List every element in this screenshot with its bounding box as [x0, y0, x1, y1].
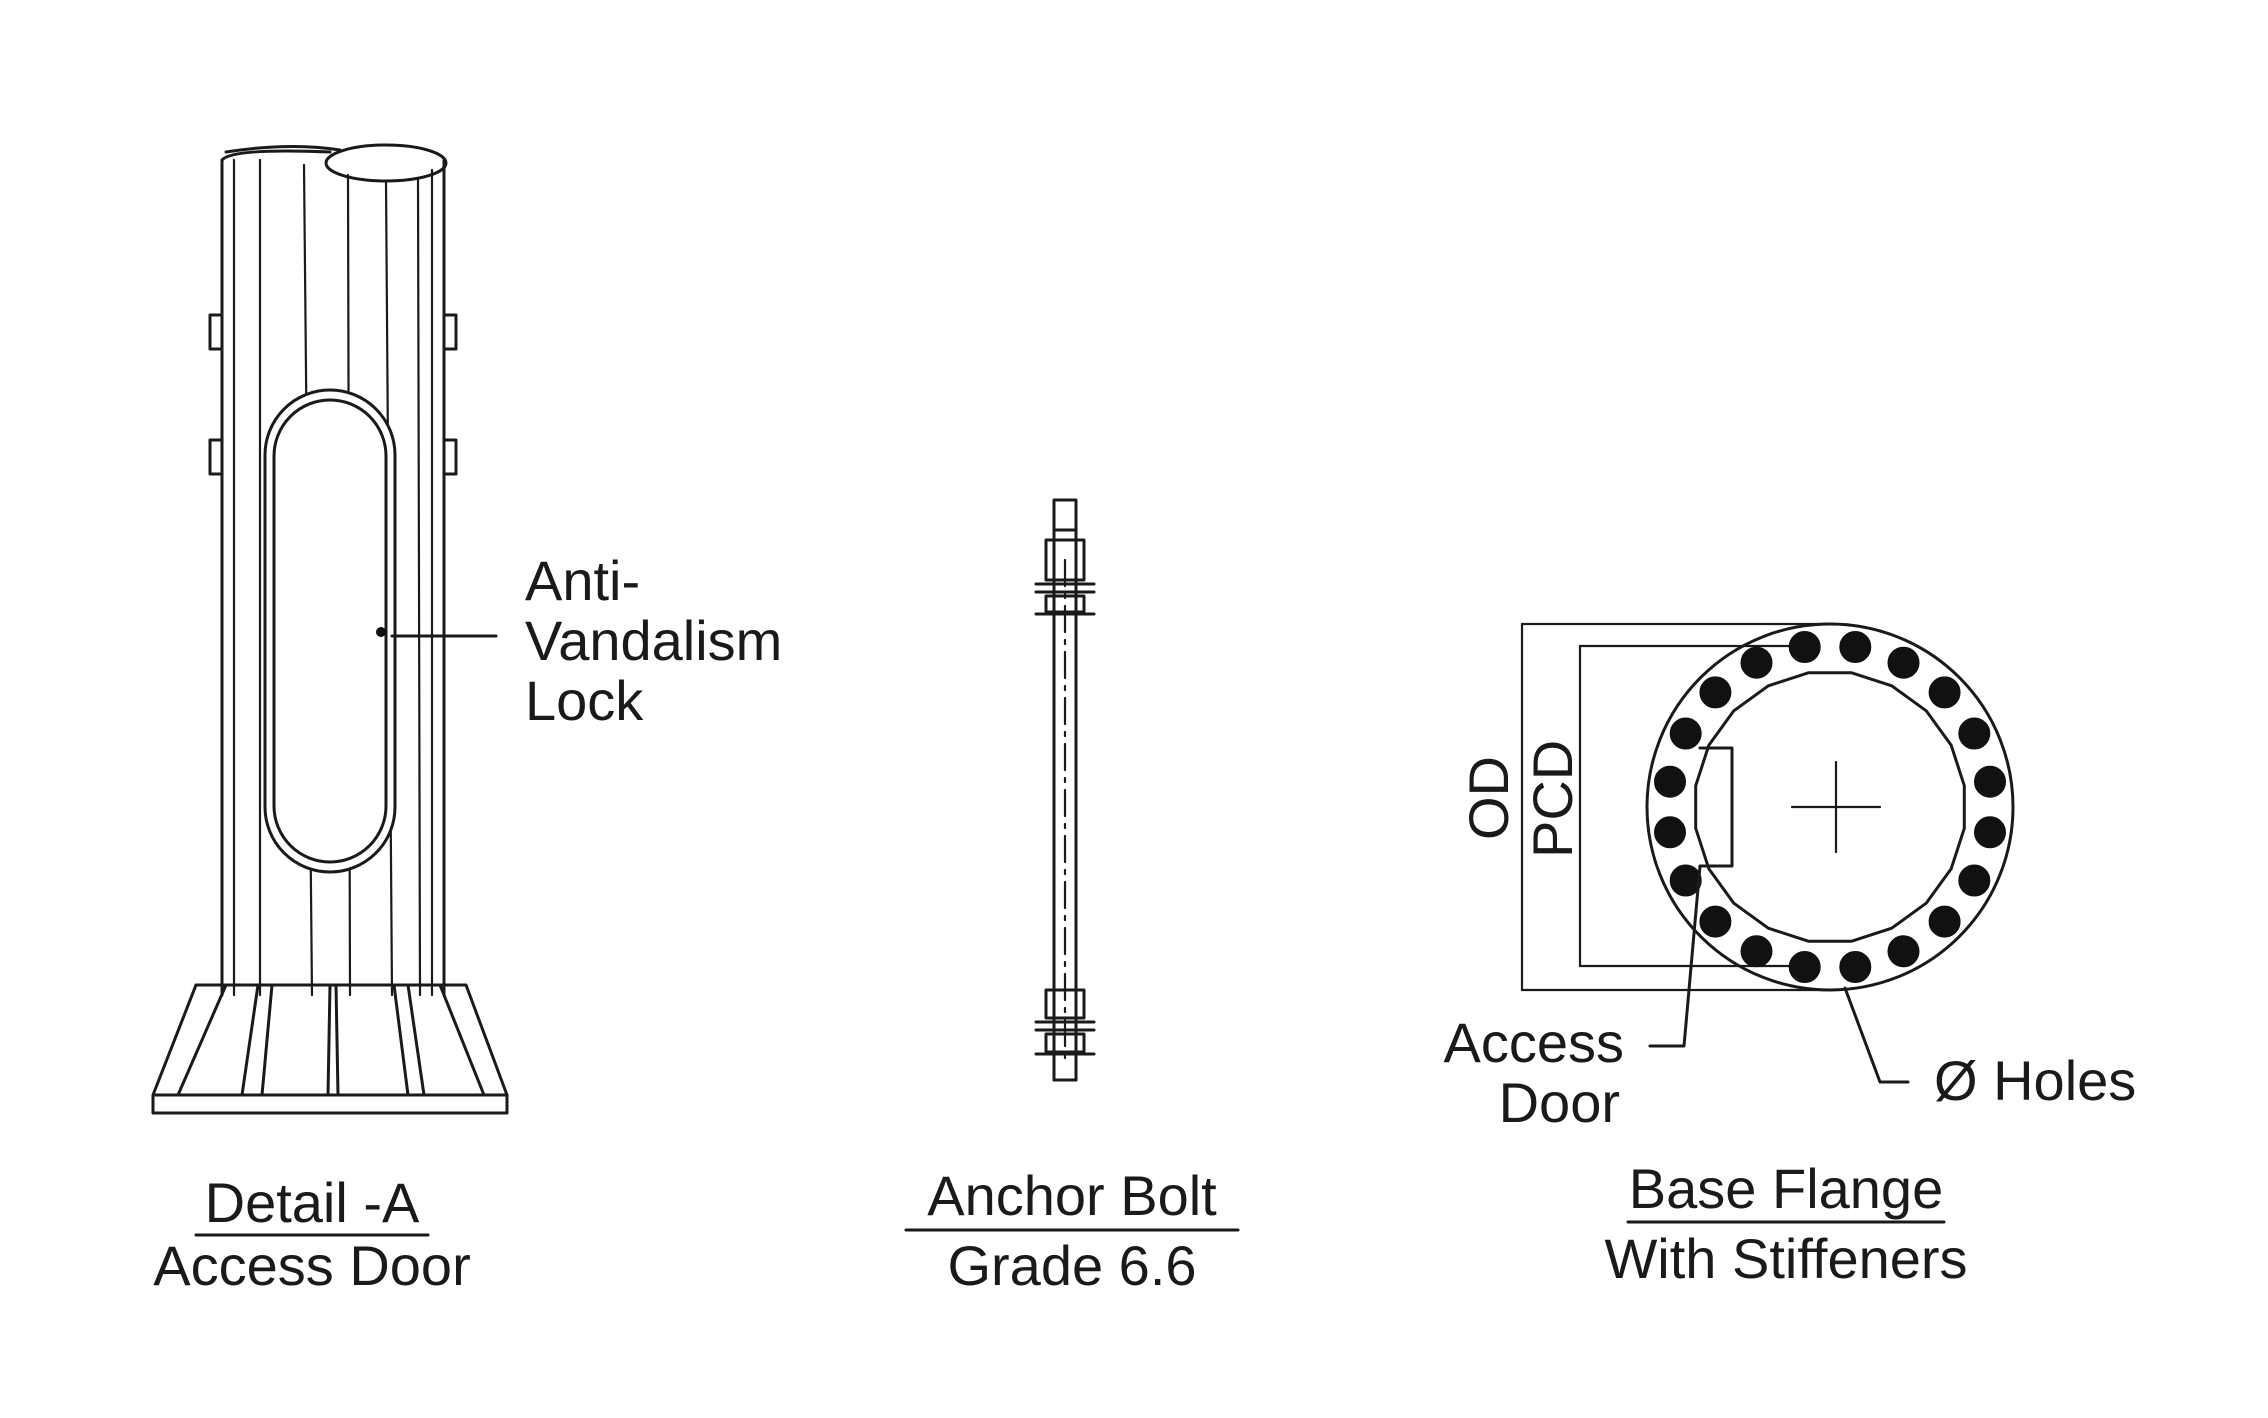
- bolt-hole: [1839, 951, 1872, 983]
- flange-access-door-line1: Access: [1444, 1011, 1625, 1074]
- od-dimension: [1520, 622, 1832, 992]
- access-door-caption-line1: Detail -A: [205, 1171, 420, 1234]
- bolt-top-nuts: [1034, 538, 1096, 616]
- base-flange-caption-line1: Base Flange: [1629, 1157, 1943, 1220]
- bolt-hole: [1928, 905, 1961, 938]
- bolt-hole: [1669, 864, 1702, 897]
- od-label: OD: [1457, 756, 1520, 840]
- pole-side-tabs: [208, 313, 458, 476]
- bolt-hole: [1740, 646, 1773, 679]
- flange-outer: [1645, 622, 2015, 992]
- bolt-hole: [1654, 765, 1686, 798]
- flange-bolt-holes: [1654, 631, 2006, 983]
- bolt-hole: [1974, 765, 2006, 798]
- bolt-hole: [1699, 905, 1732, 938]
- pole-detail: Anti- Vandalism Lock Detail -A Access Do…: [151, 143, 782, 1297]
- bolt-hole: [1699, 676, 1732, 709]
- flange-access-door-line2: Door: [1499, 1071, 1620, 1134]
- bolt-hole: [1958, 717, 1991, 750]
- lock-label-line1: Anti-: [525, 549, 640, 612]
- pole-top-cut: [324, 143, 448, 183]
- flange-inner-bore: [1694, 671, 1966, 943]
- pcd-label: PCD: [1521, 740, 1584, 858]
- anchor-bolt-caption-line1: Anchor Bolt: [927, 1164, 1217, 1227]
- anchor-bolt-detail: Anchor Bolt Grade 6.6: [904, 498, 1240, 1297]
- bolt-hole: [1740, 935, 1773, 968]
- lock-dot: [376, 627, 386, 637]
- access-door-caption-line2: Access Door: [153, 1234, 470, 1297]
- access-door-inner: [272, 398, 388, 864]
- base-flange-caption-line2: With Stiffeners: [1604, 1227, 1967, 1290]
- lock-label-line3: Lock: [525, 669, 644, 732]
- access-door-outer: [263, 388, 397, 874]
- pole-stiffeners: [151, 983, 509, 1097]
- pole-top-edge: [224, 144, 342, 154]
- bolt-hole: [1788, 631, 1821, 663]
- bolt-hole: [1654, 816, 1686, 849]
- holes-leader: [1843, 986, 1910, 1084]
- bolt-top-end: [1052, 498, 1078, 532]
- anchor-bolt-caption-line2: Grade 6.6: [947, 1234, 1196, 1297]
- bolt-hole: [1958, 864, 1991, 897]
- bolt-bottom-nuts: [1034, 988, 1096, 1056]
- access-door-leader: [1648, 864, 1702, 1048]
- bolt-hole: [1974, 816, 2006, 849]
- flange-access-door: [1698, 746, 1734, 868]
- pole-base-plate: [151, 1093, 509, 1115]
- bolt-hole: [1928, 676, 1961, 709]
- base-flange-detail: OD PCD Access Door Ø Holes Base Flange W…: [1444, 622, 2136, 1290]
- bolt-hole: [1669, 717, 1702, 750]
- bolt-hole: [1839, 631, 1872, 663]
- lock-label-line2: Vandalism: [525, 609, 782, 672]
- bolt-hole: [1788, 951, 1821, 983]
- pole-body: [220, 149, 446, 997]
- holes-label: Ø Holes: [1934, 1049, 2136, 1112]
- pcd-dimension: [1578, 644, 1802, 968]
- bolt-hole: [1887, 646, 1920, 679]
- bolt-hole: [1887, 935, 1920, 968]
